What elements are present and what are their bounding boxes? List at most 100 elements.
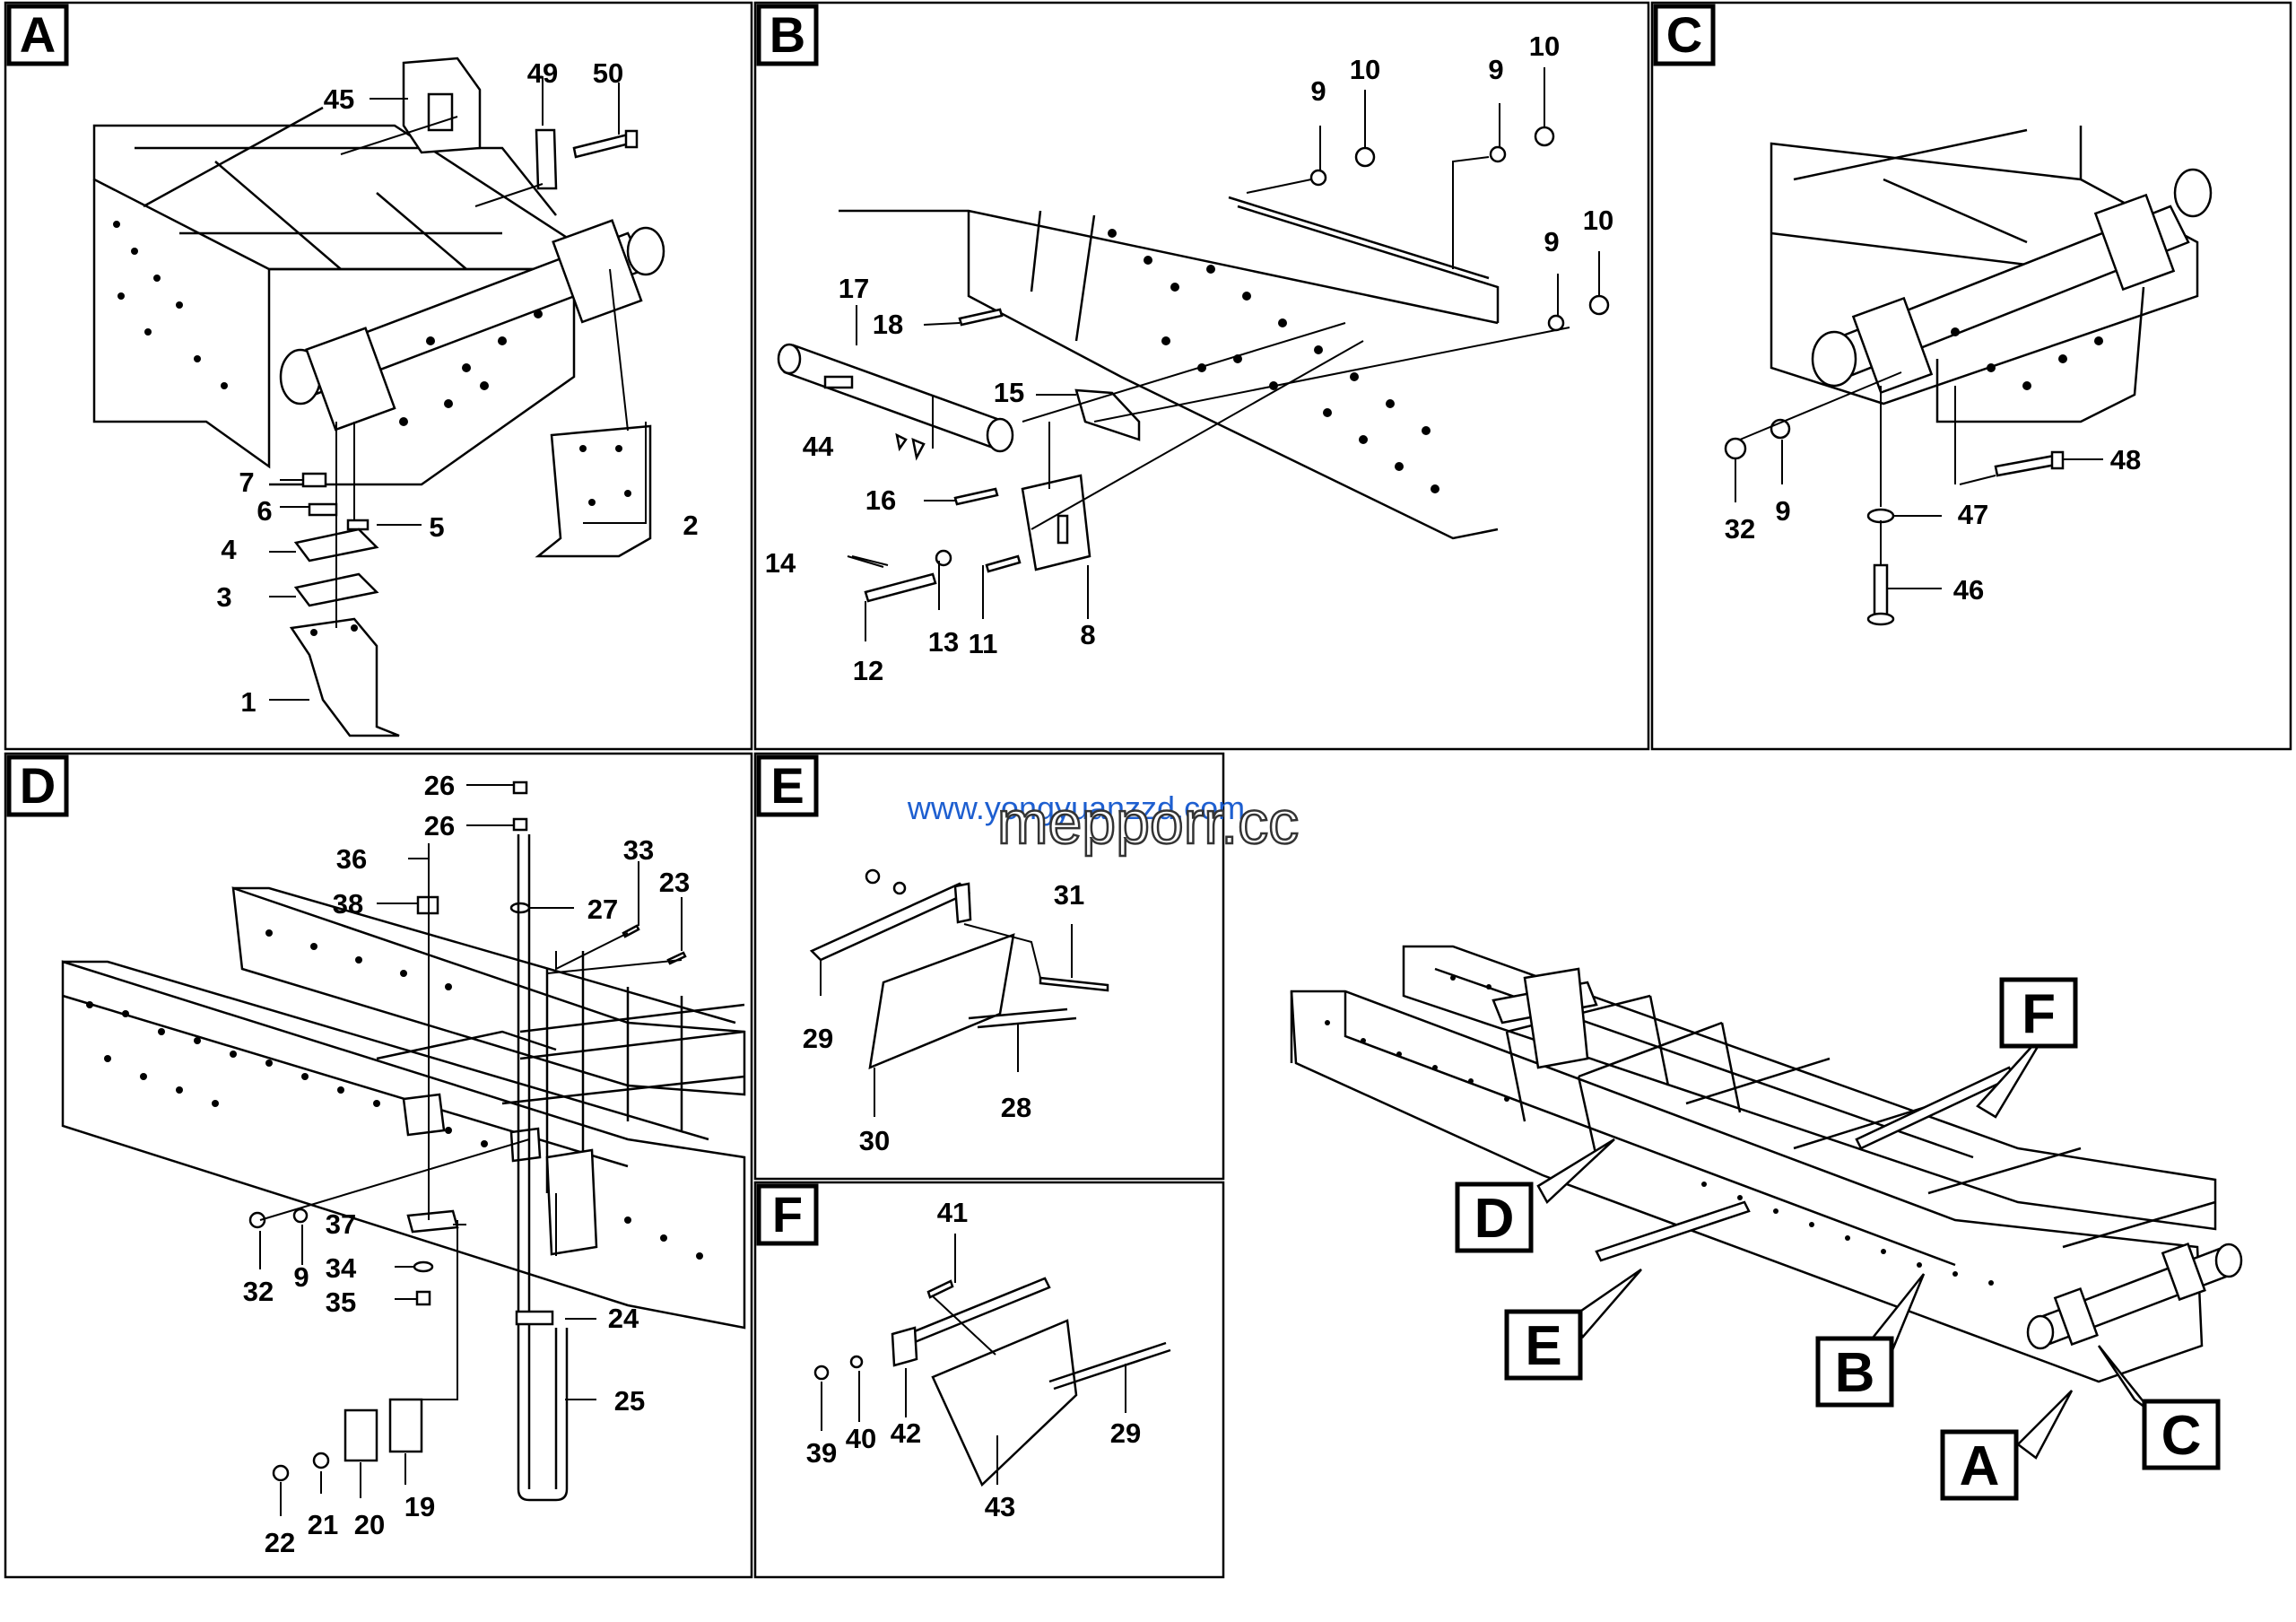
svg-text:6: 6 <box>257 495 272 527</box>
svg-text:10: 10 <box>1350 54 1380 85</box>
svg-text:26: 26 <box>424 810 455 842</box>
svg-text:22: 22 <box>265 1527 295 1558</box>
panel-letter-b: B <box>756 4 819 66</box>
svg-text:12: 12 <box>853 655 883 686</box>
svg-text:28: 28 <box>1001 1092 1031 1123</box>
overview-key-a: A <box>1940 1429 2019 1501</box>
panel-e-drawing <box>809 868 1109 1117</box>
svg-text:48: 48 <box>2110 444 2141 475</box>
panel-b-callouts: 9 10 9 10 9 10 17 18 15 44 16 14 12 13 1… <box>765 31 1613 686</box>
svg-text:2: 2 <box>683 510 698 541</box>
svg-text:D: D <box>20 757 56 814</box>
svg-text:20: 20 <box>354 1509 385 1540</box>
panel-letter-e: E <box>756 754 819 817</box>
svg-text:E: E <box>1525 1315 1561 1377</box>
svg-text:9: 9 <box>293 1261 309 1293</box>
svg-text:9: 9 <box>1775 495 1790 527</box>
overview-key-e: E <box>1504 1309 1583 1381</box>
panel-letter-a: A <box>6 4 69 66</box>
svg-text:30: 30 <box>859 1125 890 1156</box>
panel-d-drawing <box>61 780 746 1516</box>
svg-text:42: 42 <box>891 1417 921 1449</box>
panel-b-drawing <box>777 67 1610 641</box>
panel-f-callouts: 41 39 40 42 43 29 <box>806 1197 1141 1522</box>
overview-key-d: D <box>1455 1182 1534 1253</box>
svg-text:39: 39 <box>806 1437 837 1469</box>
svg-text:10: 10 <box>1529 31 1560 62</box>
svg-text:17: 17 <box>839 273 869 304</box>
svg-text:32: 32 <box>243 1276 274 1307</box>
svg-text:34: 34 <box>326 1252 357 1284</box>
svg-text:18: 18 <box>873 309 903 340</box>
svg-text:9: 9 <box>1310 75 1326 107</box>
panel-f-drawing <box>813 1234 1171 1487</box>
svg-text:15: 15 <box>994 377 1024 408</box>
svg-text:41: 41 <box>937 1197 968 1228</box>
panel-d-callouts: 26 26 36 38 33 23 27 32 9 37 34 35 24 25… <box>243 770 690 1558</box>
svg-text:23: 23 <box>659 867 690 898</box>
svg-text:13: 13 <box>928 626 959 658</box>
svg-text:19: 19 <box>404 1491 435 1522</box>
panel-c-drawing <box>1724 126 2213 626</box>
svg-text:3: 3 <box>216 581 231 613</box>
overview-key-f: F <box>1999 977 2078 1049</box>
svg-text:7: 7 <box>239 467 254 498</box>
svg-text:38: 38 <box>333 888 363 920</box>
svg-text:33: 33 <box>623 834 654 866</box>
svg-text:D: D <box>1474 1188 1515 1250</box>
svg-text:A: A <box>20 6 56 63</box>
svg-text:26: 26 <box>424 770 455 801</box>
svg-text:21: 21 <box>308 1509 338 1540</box>
svg-text:32: 32 <box>1725 513 1755 545</box>
svg-text:37: 37 <box>326 1208 356 1240</box>
svg-text:31: 31 <box>1054 879 1084 911</box>
watermark: www.yongyuanzzd.com mepporr.cc <box>907 788 1300 859</box>
svg-text:E: E <box>770 757 804 814</box>
panel-letter-c: C <box>1653 4 1716 66</box>
svg-text:9: 9 <box>1488 54 1503 85</box>
svg-text:25: 25 <box>614 1385 645 1417</box>
svg-text:B: B <box>1835 1342 1875 1404</box>
overview-key-b: B <box>1815 1336 1894 1408</box>
svg-text:4: 4 <box>221 534 237 565</box>
svg-text:47: 47 <box>1958 499 1988 530</box>
svg-text:www.yongyuanzzd.com: www.yongyuanzzd.com <box>907 789 1245 826</box>
svg-text:mepporr.cc: mepporr.cc <box>997 789 1299 857</box>
panel-letter-d: D <box>6 754 69 817</box>
panel-a-callouts: 45 49 50 7 6 5 4 3 2 1 <box>216 57 698 718</box>
svg-text:24: 24 <box>608 1303 639 1334</box>
svg-text:5: 5 <box>429 511 444 543</box>
svg-text:49: 49 <box>527 57 558 89</box>
svg-text:9: 9 <box>1544 226 1559 257</box>
panel-frames <box>4 1 2292 1579</box>
panel-c-callouts: 48 32 9 47 46 <box>1725 444 2141 606</box>
panel-e-callouts: 31 29 30 28 <box>803 879 1084 1156</box>
svg-text:50: 50 <box>593 57 623 89</box>
svg-text:A: A <box>1960 1435 2000 1497</box>
svg-text:29: 29 <box>1110 1417 1141 1449</box>
svg-text:14: 14 <box>765 547 796 579</box>
svg-text:F: F <box>2022 983 2056 1045</box>
svg-text:36: 36 <box>336 843 367 875</box>
svg-text:43: 43 <box>985 1491 1015 1522</box>
svg-text:40: 40 <box>846 1423 876 1454</box>
svg-text:8: 8 <box>1080 619 1095 650</box>
svg-text:16: 16 <box>865 484 896 516</box>
svg-text:27: 27 <box>587 894 618 925</box>
svg-text:C: C <box>2161 1405 2202 1467</box>
panel-a-drawing <box>92 57 665 737</box>
svg-text:1: 1 <box>240 686 256 718</box>
svg-text:10: 10 <box>1583 205 1613 236</box>
svg-text:11: 11 <box>969 628 998 659</box>
panel-letter-f: F <box>756 1183 819 1246</box>
overview-chassis <box>1290 945 2243 1460</box>
svg-text:C: C <box>1666 6 1702 63</box>
svg-text:29: 29 <box>803 1023 833 1054</box>
svg-text:46: 46 <box>1953 574 1984 606</box>
svg-text:F: F <box>772 1186 803 1243</box>
svg-text:35: 35 <box>326 1286 356 1318</box>
overview-key-c: C <box>2142 1399 2221 1470</box>
svg-text:45: 45 <box>324 83 354 115</box>
svg-text:44: 44 <box>803 431 834 462</box>
